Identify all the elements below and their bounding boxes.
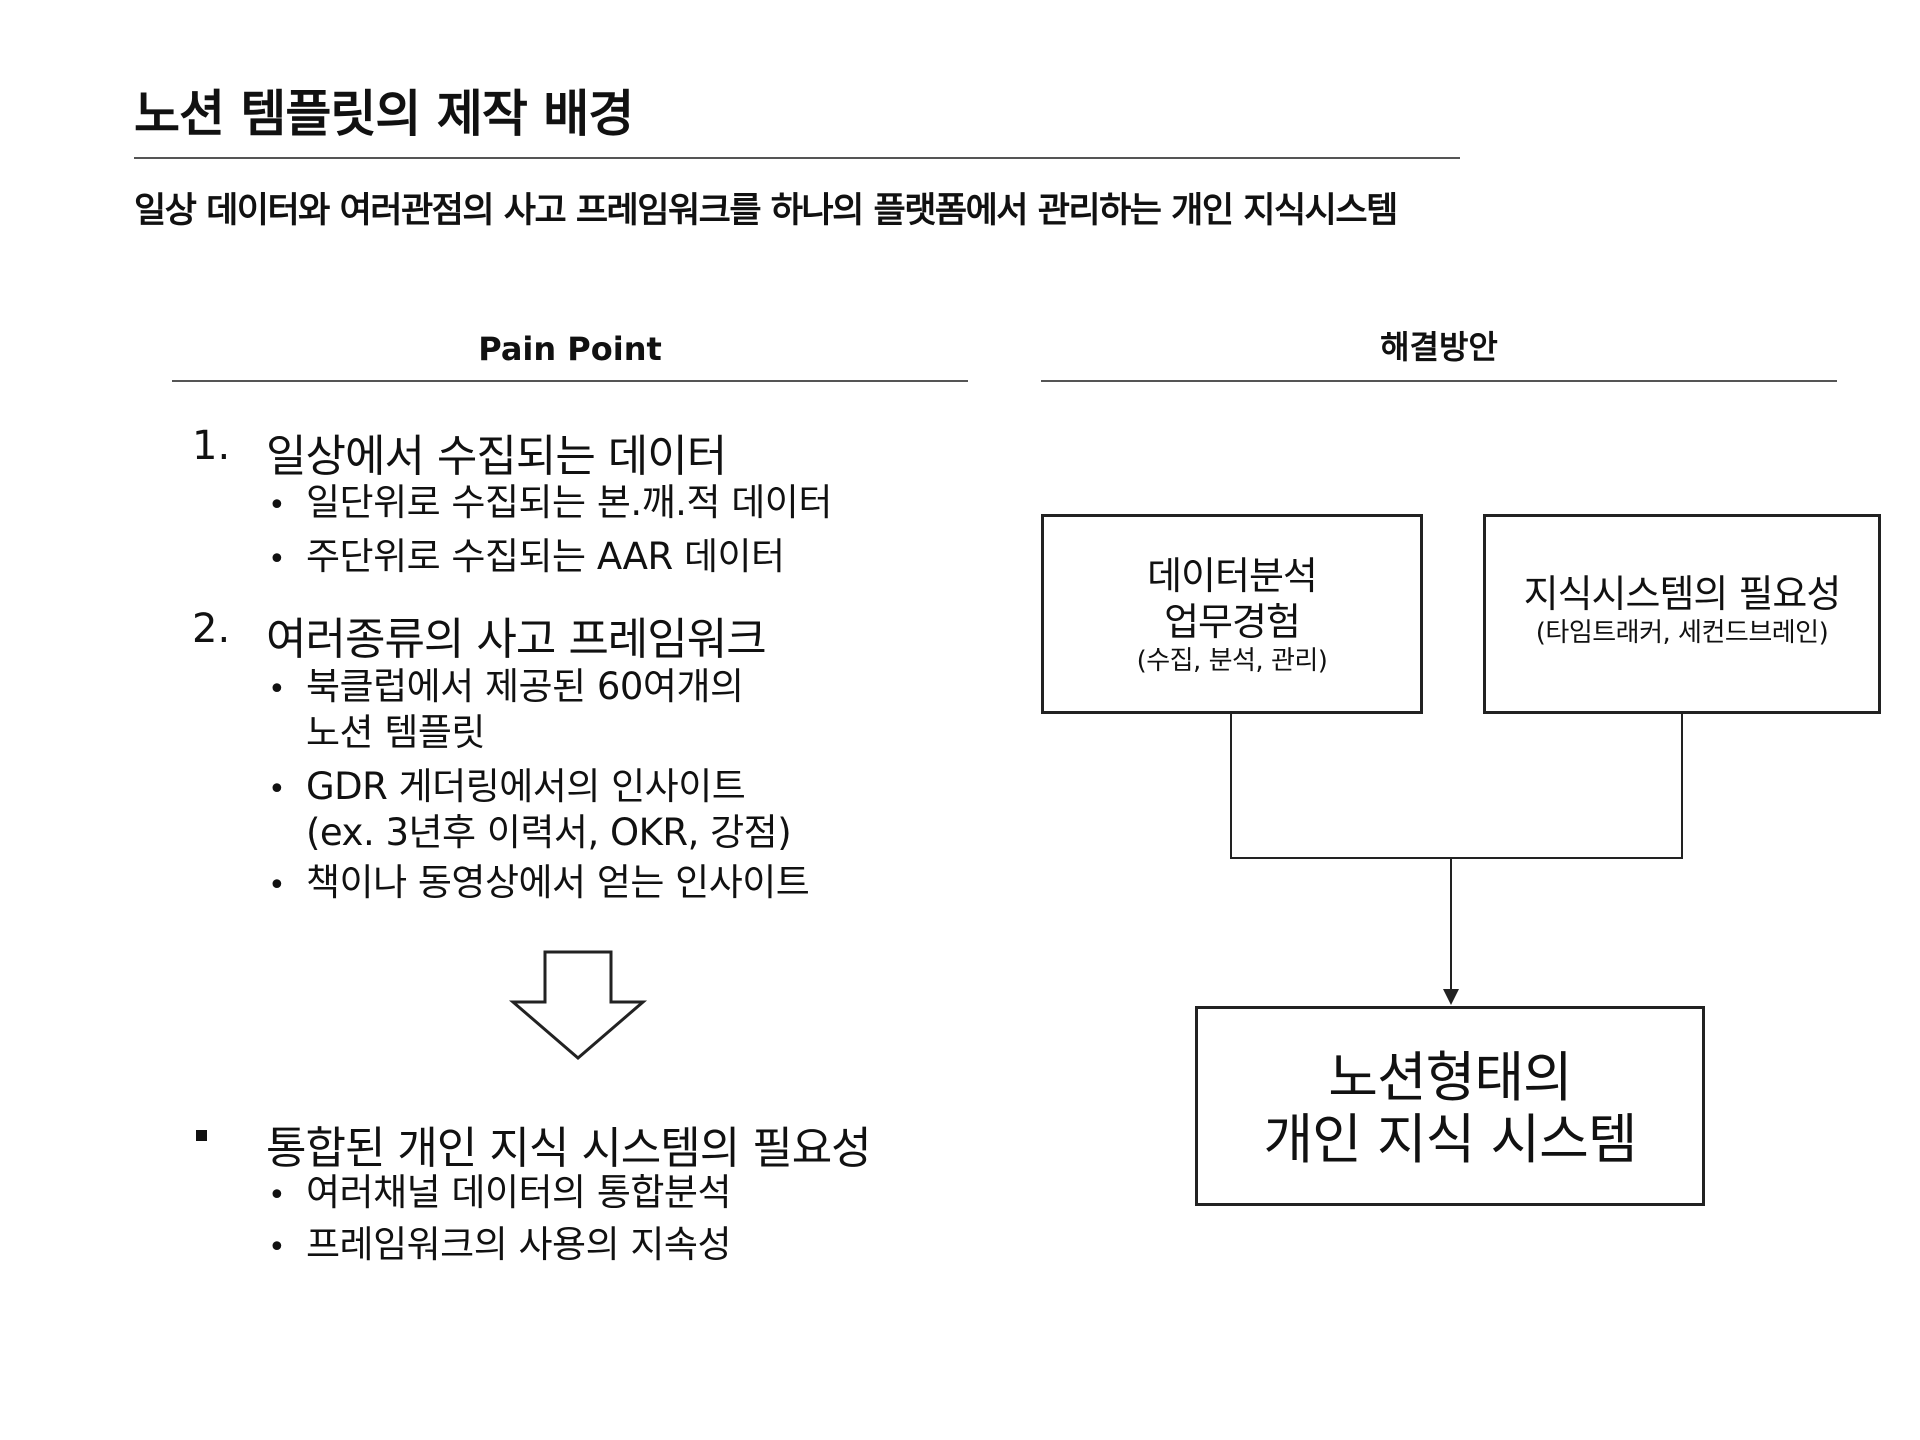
solution-divider bbox=[1041, 380, 1837, 382]
conclusion-bullet-2: 프레임워크의 사용의 지속성 bbox=[306, 1223, 732, 1266]
section2-bullet-dot-3: • bbox=[268, 868, 286, 903]
section1-bullet-1: 일단위로 수집되는 본.깨.적 데이터 bbox=[306, 481, 832, 524]
down-arrow-icon bbox=[508, 950, 648, 1060]
knowledge-need-sub: (타임트래커, 세컨드브레인) bbox=[1535, 618, 1829, 648]
section2-bullet-dot-2: • bbox=[268, 772, 286, 807]
section2-bullet-1-line2: 노션 템플릿 bbox=[306, 711, 485, 754]
result-line2: 개인 지식 시스템 bbox=[1263, 1108, 1637, 1171]
section1-number: 1. bbox=[192, 423, 231, 469]
section2-bullet-2-line2: (ex. 3년후 이력서, OKR, 강점) bbox=[306, 811, 792, 854]
section2-bullet-2: GDR 게더링에서의 인사이트 (ex. 3년후 이력서, OKR, 강점) bbox=[306, 764, 792, 856]
section2-bullet-dot-1: • bbox=[268, 672, 286, 707]
connector-right-down bbox=[1681, 713, 1683, 859]
knowledge-need-box: 지식시스템의 필요성 (타임트래커, 세컨드브레인) bbox=[1483, 514, 1881, 714]
section2-bullet-2-line1: GDR 게더링에서의 인사이트 bbox=[306, 765, 746, 808]
conclusion-bullet-dot-2: • bbox=[268, 1230, 286, 1265]
conclusion-square-bullet bbox=[196, 1130, 207, 1141]
section2-bullet-1-line1: 북클럽에서 제공된 60여개의 bbox=[306, 665, 744, 708]
data-analysis-line1: 데이터분석 bbox=[1147, 554, 1318, 598]
data-analysis-box: 데이터분석 업무경험 (수집, 분석, 관리) bbox=[1041, 514, 1423, 714]
pain-point-divider bbox=[172, 380, 968, 382]
conclusion-bullet-1: 여러채널 데이터의 통합분석 bbox=[306, 1171, 732, 1214]
connector-left-down bbox=[1230, 713, 1232, 859]
conclusion-bullet-dot-1: • bbox=[268, 1178, 286, 1213]
connector-center-down bbox=[1450, 857, 1452, 991]
section1-title: 일상에서 수집되는 데이터 bbox=[266, 431, 727, 482]
result-box: 노션형태의 개인 지식 시스템 bbox=[1195, 1006, 1705, 1206]
page-subtitle: 일상 데이터와 여러관점의 사고 프레임워크를 하나의 플랫폼에서 관리하는 개… bbox=[134, 191, 1398, 231]
section1-bullet-dot-2: • bbox=[268, 542, 286, 577]
section2-bullet-3: 책이나 동영상에서 얻는 인사이트 bbox=[306, 861, 810, 904]
knowledge-need-line1: 지식시스템의 필요성 bbox=[1523, 572, 1842, 616]
section1-bullet-dot-1: • bbox=[268, 488, 286, 523]
data-analysis-line2: 업무경험 bbox=[1164, 600, 1301, 644]
title-divider bbox=[134, 157, 1460, 159]
page-title: 노션 템플릿의 제작 배경 bbox=[134, 85, 634, 143]
section2-title: 여러종류의 사고 프레임워크 bbox=[266, 614, 767, 665]
result-line1: 노션형태의 bbox=[1328, 1046, 1572, 1109]
connector-horizontal bbox=[1230, 857, 1683, 859]
section2-bullet-1: 북클럽에서 제공된 60여개의 노션 템플릿 bbox=[306, 664, 744, 756]
section2-number: 2. bbox=[192, 606, 231, 652]
pain-point-header: Pain Point bbox=[478, 330, 662, 368]
section1-bullet-2: 주단위로 수집되는 AAR 데이터 bbox=[306, 535, 785, 578]
conclusion-title: 통합된 개인 지식 시스템의 필요성 bbox=[266, 1123, 872, 1174]
solution-header: 해결방안 bbox=[1380, 328, 1498, 366]
data-analysis-sub: (수집, 분석, 관리) bbox=[1136, 646, 1328, 676]
arrowhead-icon bbox=[1443, 989, 1459, 1005]
